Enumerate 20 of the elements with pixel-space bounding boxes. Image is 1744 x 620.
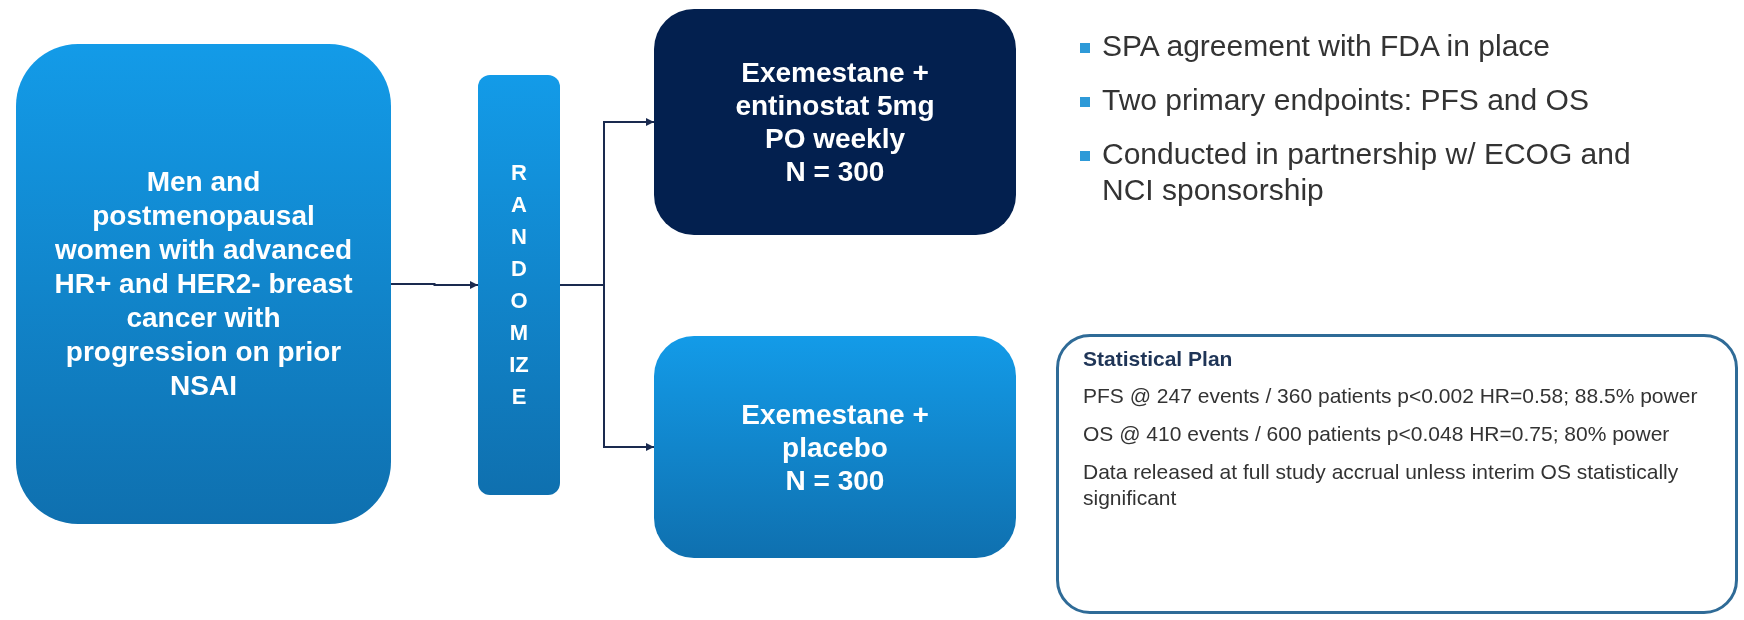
arm-treatment: Exemestane + placebo bbox=[740, 397, 930, 464]
bullet-text: Two primary endpoints: PFS and OS bbox=[1102, 82, 1589, 118]
plan-text: Data released at full study accrual unless interim OS statistically significant bbox=[1083, 459, 1680, 511]
step-label: RANDOMIZE bbox=[508, 159, 530, 411]
cohort-text: Men and postmenopausal women with advanced HR+ and HER2- breast cancer with progression on prior NSAI bbox=[53, 165, 354, 403]
bullet-text: Conducted in partnership w/ ECOG and NCI sponsorship bbox=[1102, 136, 1632, 208]
arm-treatment: Exemestane + entinostat 5mg PO weekly bbox=[734, 56, 936, 155]
control-arm-box bbox=[654, 336, 1016, 558]
arrow bbox=[559, 284, 655, 451]
plan-panel bbox=[1056, 334, 1738, 614]
bullet-text: SPA agreement with FDA in place bbox=[1102, 28, 1550, 64]
treatment-arm-box bbox=[654, 9, 1016, 235]
population-box bbox=[16, 44, 391, 524]
plan-text: PFS @ 247 events / 360 patients p<0.002 HR=0.58; 88.5% power bbox=[1083, 383, 1699, 409]
arrow bbox=[390, 281, 479, 289]
randomize-bar bbox=[478, 75, 560, 495]
arm-size: N = 300 bbox=[784, 463, 886, 497]
arm-size: N = 300 bbox=[784, 155, 886, 188]
plan-text: OS @ 410 events / 600 patients p<0.048 HR=0.75; 80% power bbox=[1083, 421, 1671, 447]
panel-heading: Statistical Plan bbox=[1083, 347, 1234, 371]
